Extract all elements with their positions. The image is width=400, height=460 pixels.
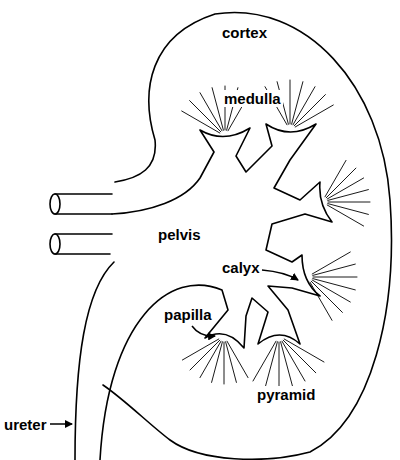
leader-arrow (50, 423, 72, 425)
part-label: cortex (222, 24, 267, 41)
ureter-wall (75, 262, 114, 460)
part-label: medulla (222, 90, 283, 107)
leader-arrow (192, 326, 215, 336)
part-label: pyramid (255, 386, 317, 403)
blood-vessel-end (50, 234, 60, 254)
blood-vessel (55, 194, 112, 214)
renal-pelvis (100, 124, 332, 460)
pyramid-fibers (253, 339, 324, 388)
leader-arrow (262, 270, 298, 280)
pyramid-fibers (182, 339, 248, 384)
pyramid-fibers (310, 252, 357, 320)
part-label: papilla (164, 306, 212, 323)
blood-vessel-end (50, 194, 60, 214)
kidney-outline (103, 12, 391, 459)
part-label: pelvis (158, 226, 201, 243)
blood-vessel (55, 234, 112, 254)
part-label: ureter (4, 416, 47, 433)
part-label: calyx (222, 259, 260, 276)
pyramid-fibers (325, 160, 370, 226)
